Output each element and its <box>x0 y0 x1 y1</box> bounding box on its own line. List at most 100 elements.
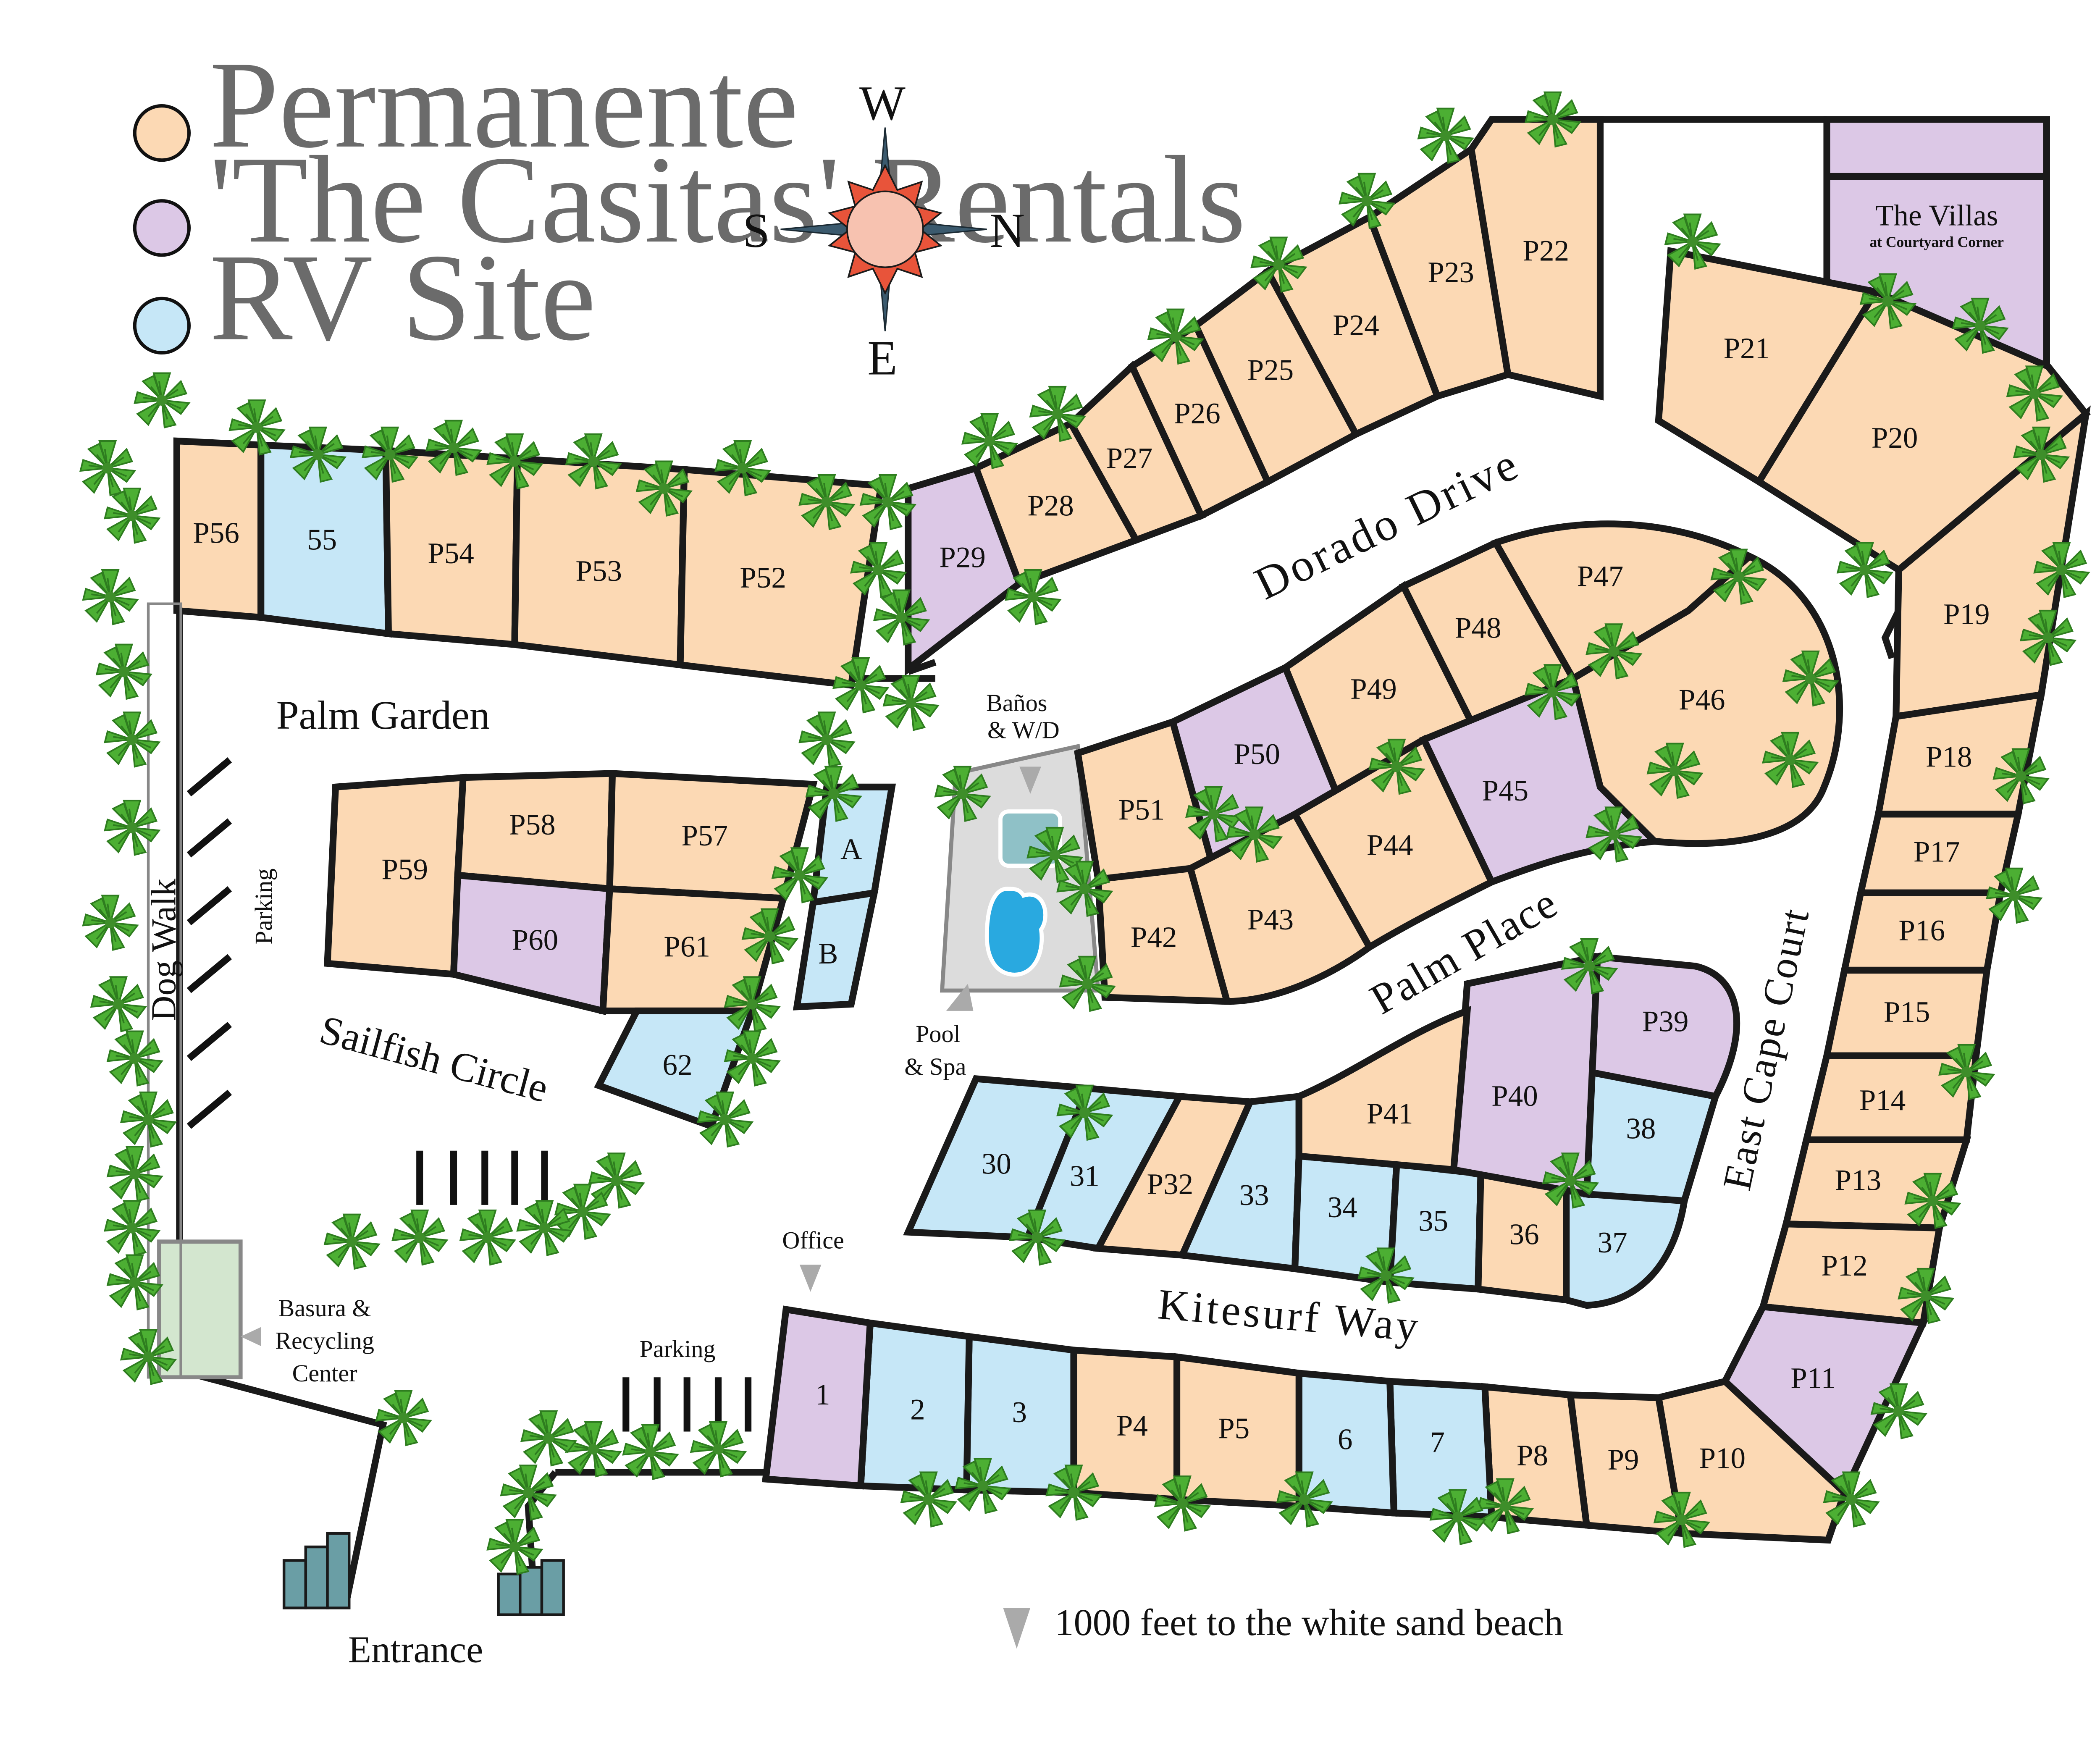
palm-tree-icon <box>82 895 139 951</box>
label-P48: P48 <box>1455 612 1502 644</box>
lot-P42[interactable] <box>1095 864 1232 1005</box>
pool-arrow-icon <box>946 984 974 1011</box>
label-55: 55 <box>307 523 337 556</box>
label-P15: P15 <box>1884 996 1930 1029</box>
street-palm-garden: Palm Garden <box>276 693 490 738</box>
label-31: 31 <box>1070 1160 1100 1193</box>
basura-label-1: Basura & <box>278 1294 371 1322</box>
basura-arrow-icon <box>240 1327 261 1346</box>
misc-labels: Dog Walk Parking Parking Office Baños & … <box>144 689 1563 1671</box>
lot-P41[interactable] <box>1295 1006 1471 1173</box>
label-3: 3 <box>1012 1396 1027 1429</box>
palm-tree-icon <box>900 1471 957 1528</box>
label-P27: P27 <box>1106 442 1153 475</box>
label-P24: P24 <box>1333 309 1379 342</box>
palm-tree-icon <box>107 1146 163 1202</box>
office-arrow-icon <box>799 1265 822 1292</box>
villas-title: The Villas <box>1875 199 1998 232</box>
label-62: 62 <box>663 1049 693 1082</box>
palm-tree-icon <box>134 372 190 428</box>
parking-stripes-circle <box>416 1150 548 1205</box>
parking-side-label: Parking <box>250 869 277 945</box>
palm-tree-icon <box>82 569 139 625</box>
palm-tree-icon <box>104 1200 160 1256</box>
dog-walk-label: Dog Walk <box>144 879 184 1021</box>
bottom-row-lots <box>762 1305 1686 1537</box>
palm-tree-icon <box>90 976 147 1032</box>
legend-swatch-permanente <box>133 104 191 162</box>
palm-tree-icon <box>459 1209 516 1266</box>
label-P58: P58 <box>509 808 556 841</box>
label-P61: P61 <box>664 931 710 963</box>
pointer-arrows <box>240 766 1041 1649</box>
palm-tree-icon <box>96 643 152 700</box>
palm-tree-icon <box>565 1421 622 1478</box>
legend-label-permanente: Permanente <box>209 36 798 174</box>
label-P17: P17 <box>1914 836 1960 869</box>
label-P49: P49 <box>1350 673 1397 706</box>
pool-label-1: Pool <box>916 1020 961 1047</box>
palm-tree-icon <box>798 711 855 768</box>
compass-w-label: W <box>859 76 906 130</box>
lot-P22[interactable] <box>1467 116 1604 401</box>
label-P20: P20 <box>1872 422 1918 454</box>
label-P16: P16 <box>1898 914 1945 947</box>
label-P54: P54 <box>428 537 474 570</box>
palm-tree-icon <box>375 1390 432 1446</box>
label-P26: P26 <box>1174 397 1221 430</box>
label-P32: P32 <box>1147 1168 1194 1201</box>
palm-tree-icon <box>832 657 889 714</box>
parking-stripes-side <box>186 757 232 1129</box>
label-A: A <box>840 833 862 866</box>
street-kitesurf-way: Kitesurf Way <box>1156 1280 1423 1351</box>
pool-label-2: & Spa <box>904 1053 966 1080</box>
label-P10: P10 <box>1699 1442 1746 1475</box>
lot-P39[interactable] <box>1586 953 1740 1100</box>
label-P29: P29 <box>939 541 986 574</box>
basura-center[interactable] <box>157 1239 243 1380</box>
pool-icon[interactable] <box>984 887 1047 977</box>
label-P19: P19 <box>1943 598 1990 631</box>
label-P41: P41 <box>1367 1097 1413 1130</box>
label-P53: P53 <box>575 555 622 588</box>
dog-walk-strip <box>147 602 182 1379</box>
legend-swatch-casitas <box>133 199 191 257</box>
label-P50: P50 <box>1234 738 1280 771</box>
basura-label-3: Center <box>292 1360 357 1387</box>
palm-tree-icon <box>107 1254 163 1310</box>
palm-tree-icon <box>324 1213 380 1270</box>
label-P39: P39 <box>1642 1005 1689 1038</box>
entrance-gate-left-icon <box>282 1532 351 1609</box>
lot-P43[interactable] <box>1186 809 1374 1005</box>
compass-s-label: S <box>743 204 770 258</box>
palm-tree-icon <box>391 1209 448 1266</box>
label-P28: P28 <box>1027 490 1074 522</box>
label-P40: P40 <box>1491 1080 1538 1113</box>
legend-label-rv: RV Site <box>209 228 596 367</box>
entrance-label: Entrance <box>348 1628 483 1671</box>
label-6: 6 <box>1338 1423 1353 1456</box>
basura-label-2: Recycling <box>275 1327 374 1354</box>
lot-B[interactable] <box>793 889 879 1011</box>
label-B: B <box>818 937 838 970</box>
label-P51: P51 <box>1118 793 1165 826</box>
label-P59: P59 <box>381 853 428 886</box>
label-7: 7 <box>1430 1426 1445 1459</box>
label-P21: P21 <box>1724 332 1770 365</box>
label-P23: P23 <box>1428 256 1474 289</box>
label-P12: P12 <box>1821 1250 1868 1282</box>
palm-tree-icon <box>690 1421 746 1478</box>
legend-label-casitas: 'The Casitas' Rentals <box>209 131 1246 269</box>
label-P60: P60 <box>512 924 559 957</box>
facilities <box>147 602 565 1616</box>
label-P56: P56 <box>193 517 239 549</box>
label-35: 35 <box>1418 1205 1448 1237</box>
label-P9: P9 <box>1607 1444 1639 1476</box>
office-label: Office <box>782 1226 844 1254</box>
lot-37[interactable] <box>1563 1179 1688 1309</box>
label-34: 34 <box>1328 1191 1357 1224</box>
lot-1[interactable] <box>762 1305 874 1490</box>
banos-label-1: Baños <box>986 689 1047 717</box>
label-P14: P14 <box>1859 1084 1906 1117</box>
